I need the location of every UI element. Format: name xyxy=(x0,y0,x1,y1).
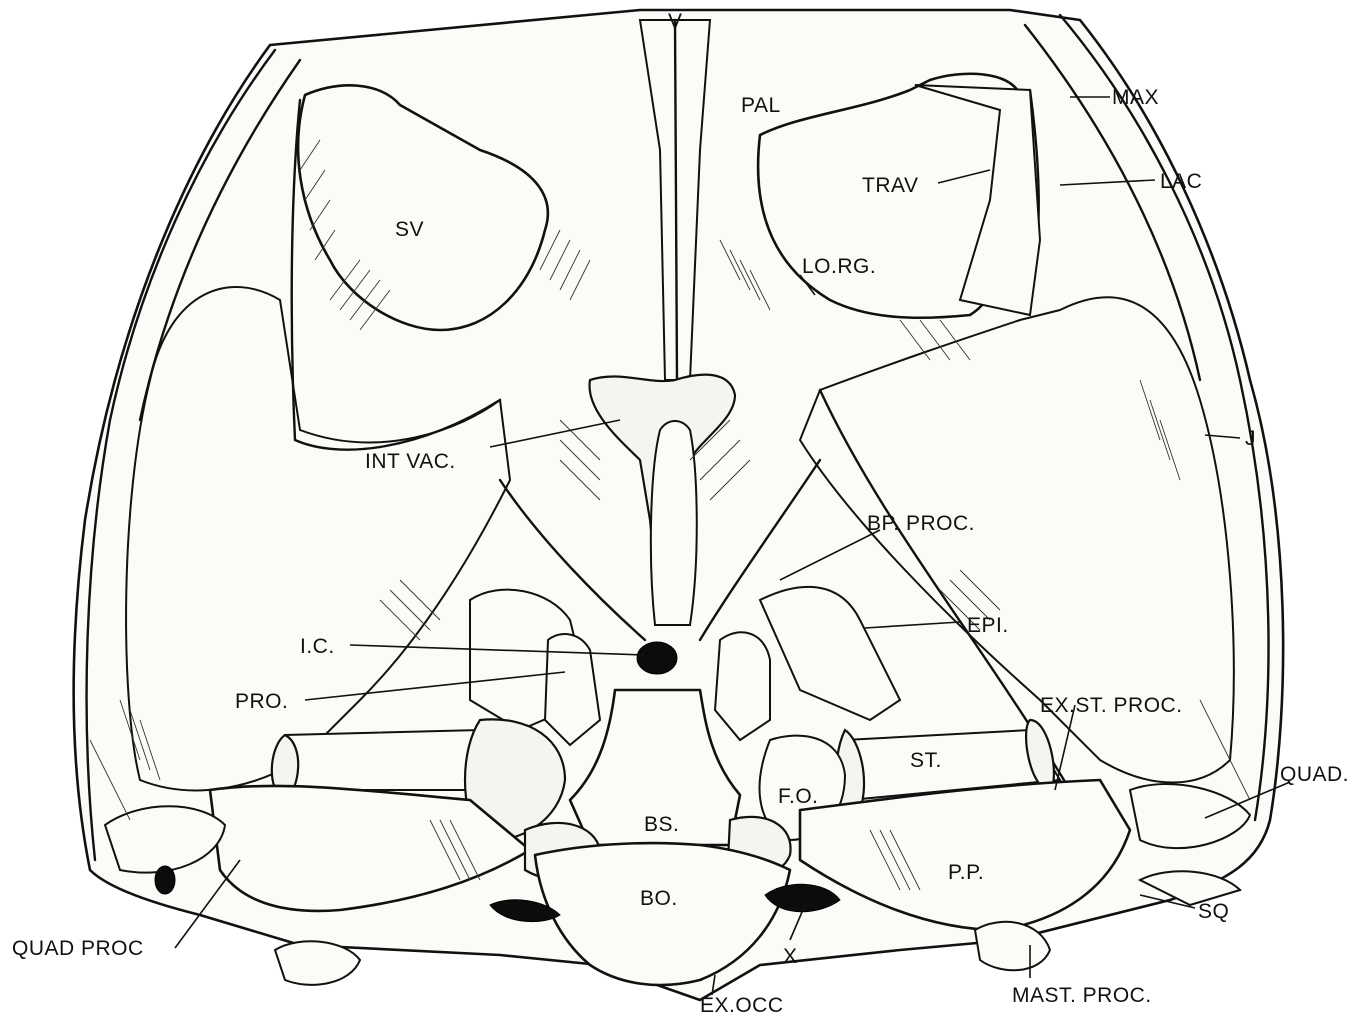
label-st: ST. xyxy=(910,749,942,772)
left-stapes xyxy=(285,730,485,790)
label-fo: F.O. xyxy=(778,785,819,808)
label-ex-occ: EX.OCC xyxy=(700,994,784,1017)
label-quad-proc: QUAD PROC xyxy=(12,937,144,960)
label-x: X xyxy=(783,945,798,968)
label-pp: P.P. xyxy=(948,861,984,884)
label-epi: EPI. xyxy=(967,614,1009,637)
label-quad: QUAD. xyxy=(1280,763,1349,786)
label-max: MAX xyxy=(1112,86,1159,109)
label-sv: SV xyxy=(395,218,424,241)
cultriform-process xyxy=(651,421,697,625)
label-j: J xyxy=(1245,427,1256,450)
label-trav: TRAV xyxy=(862,174,918,197)
label-ic: I.C. xyxy=(300,635,335,658)
internal-carotid-foramen xyxy=(637,642,677,674)
left-quadrate-foramen xyxy=(155,866,175,894)
label-bs: BS. xyxy=(644,813,679,836)
label-lo-rg: LO.RG. xyxy=(802,255,876,278)
label-pro: PRO. xyxy=(235,690,288,713)
label-int-vac: INT VAC. xyxy=(365,450,456,473)
label-mast-proc: MAST. PROC. xyxy=(1012,984,1152,1007)
label-pal: PAL xyxy=(741,94,781,117)
label-v: V xyxy=(668,10,683,33)
label-lac: LAC xyxy=(1160,170,1202,193)
label-ex-st-proc: EX.ST. PROC. xyxy=(1040,694,1183,717)
label-bo: BO. xyxy=(640,887,678,910)
label-sq: SQ xyxy=(1198,900,1229,923)
label-bp-proc: BP. PROC. xyxy=(867,512,975,535)
